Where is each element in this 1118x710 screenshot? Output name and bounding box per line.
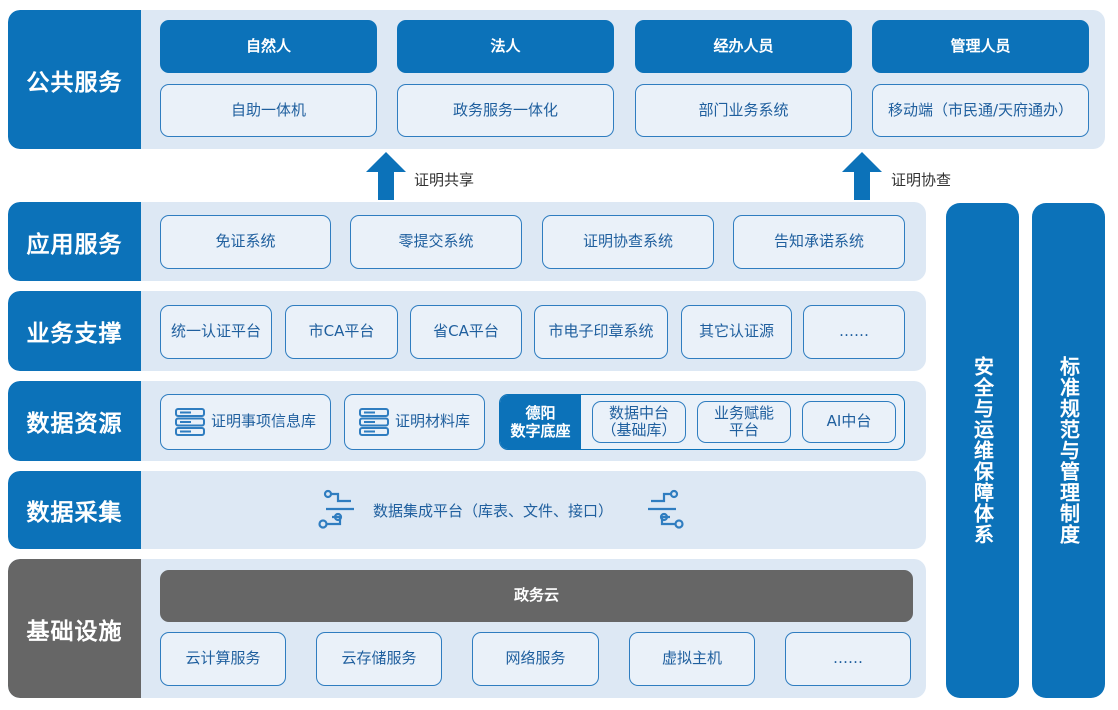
data-integration-text: 数据集成平台（库表、文件、接口）: [373, 502, 614, 520]
app-item[interactable]: 零提交系统: [350, 215, 522, 269]
role-legal-person[interactable]: 法人: [397, 20, 614, 73]
infra-label: 基础设施: [8, 559, 141, 698]
arrow-up-icon: [842, 152, 882, 200]
channel-gov-service[interactable]: 政务服务一体化: [397, 84, 614, 137]
arrow-label-verify: 证明协查: [891, 171, 952, 189]
channel-mobile[interactable]: 移动端（市民通/天府通办）: [872, 84, 1089, 137]
support-item-more[interactable]: ……: [803, 305, 905, 359]
app-item[interactable]: 告知承诺系统: [733, 215, 905, 269]
data-collect-label: 数据采集: [8, 471, 141, 549]
support-item[interactable]: 市电子印章系统: [534, 305, 668, 359]
gov-cloud[interactable]: 政务云: [160, 570, 913, 622]
deyang-ai-middle[interactable]: AI中台: [802, 401, 896, 443]
support-item[interactable]: 统一认证平台: [160, 305, 272, 359]
deyang-business-platform[interactable]: 业务赋能 平台: [697, 401, 791, 443]
support-item[interactable]: 省CA平台: [410, 305, 522, 359]
database-icon: [358, 408, 389, 436]
channel-dept-system[interactable]: 部门业务系统: [635, 84, 852, 137]
public-service-label: 公共服务: [8, 10, 141, 149]
infra-item-more[interactable]: ……: [785, 632, 911, 686]
support-item[interactable]: 其它认证源: [681, 305, 792, 359]
app-item[interactable]: 免证系统: [160, 215, 331, 269]
infra-item[interactable]: 云计算服务: [160, 632, 286, 686]
channel-kiosk[interactable]: 自助一体机: [160, 84, 377, 137]
support-item[interactable]: 市CA平台: [285, 305, 398, 359]
security-ops-label: 安全与运维保障体系: [970, 356, 995, 545]
infra-item[interactable]: 网络服务: [472, 632, 599, 686]
role-natural-person[interactable]: 自然人: [160, 20, 377, 73]
deyang-title: 德阳 数字底座: [500, 395, 581, 449]
db-cert-material-label: 证明材料库: [394, 412, 470, 431]
db-cert-info-label: 证明事项信息库: [210, 412, 316, 431]
integration-icon: [318, 489, 354, 529]
data-resource-label: 数据资源: [8, 381, 141, 461]
app-item[interactable]: 证明协查系统: [542, 215, 714, 269]
db-cert-material[interactable]: 证明材料库: [344, 394, 485, 450]
db-cert-info[interactable]: 证明事项信息库: [160, 394, 331, 450]
integration-icon: [648, 489, 684, 529]
role-manager[interactable]: 管理人员: [872, 20, 1089, 73]
standards-label: 标准规范与管理制度: [1056, 356, 1081, 545]
security-ops-pillar: 安全与运维保障体系: [946, 203, 1019, 698]
app-service-label: 应用服务: [8, 202, 141, 281]
infra-item[interactable]: 虚拟主机: [629, 632, 755, 686]
infra-item[interactable]: 云存储服务: [316, 632, 442, 686]
arrow-up-icon: [366, 152, 406, 200]
business-support-label: 业务支撑: [8, 291, 141, 371]
deyang-data-middle[interactable]: 数据中台 （基础库）: [592, 401, 686, 443]
role-operator[interactable]: 经办人员: [635, 20, 852, 73]
database-icon: [174, 408, 205, 436]
data-collect-layer: 数据采集: [8, 471, 926, 549]
arrow-label-share: 证明共享: [414, 171, 475, 189]
standards-pillar: 标准规范与管理制度: [1032, 203, 1105, 698]
